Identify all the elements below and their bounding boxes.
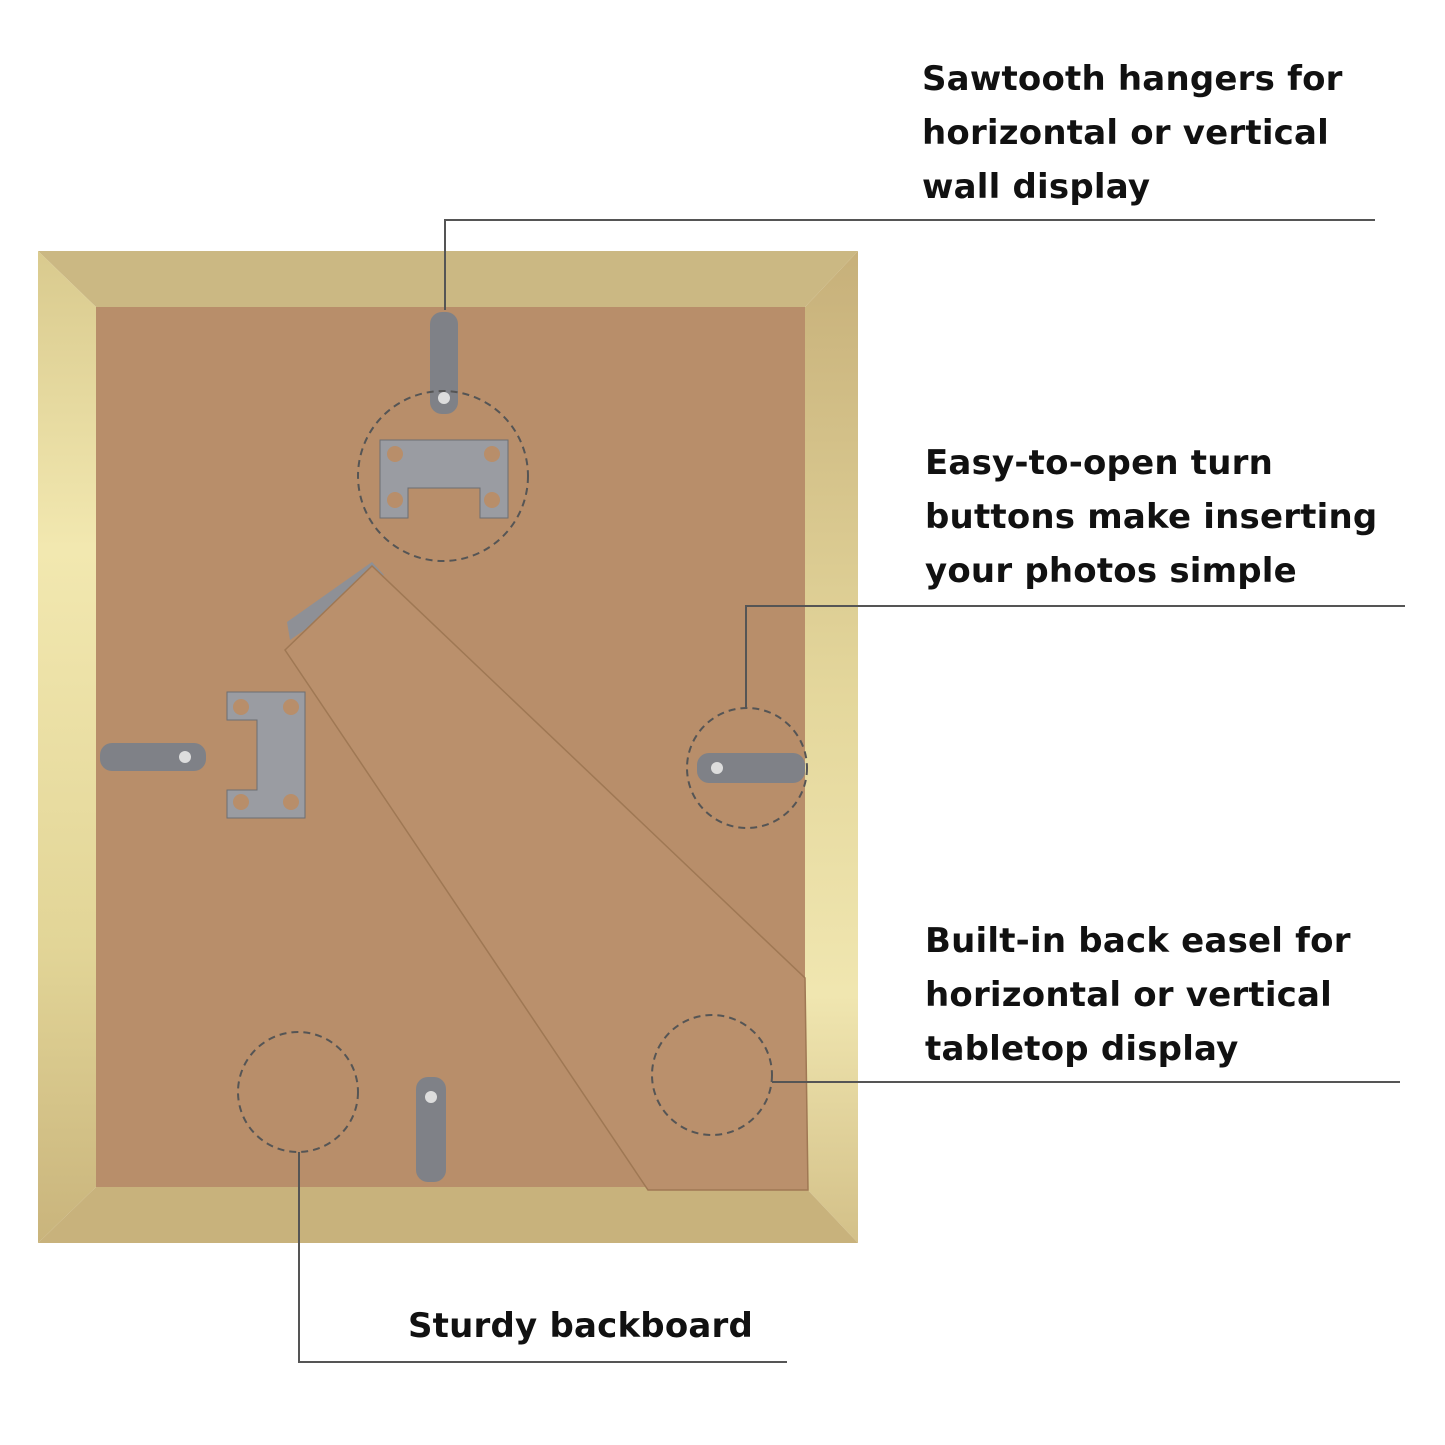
callout-line: horizontal or vertical (922, 113, 1330, 153)
frame (38, 251, 858, 1243)
callout-line: Sturdy backboard (408, 1306, 754, 1346)
leader-lines (298, 219, 1405, 1363)
turn-button-right (697, 753, 805, 783)
callout-line: your photos simple (925, 551, 1297, 591)
callout-backboard: Sturdy backboard (408, 1299, 753, 1353)
easel[interactable] (284, 564, 809, 1191)
callout-turn-buttons: Easy-to-open turn buttons make inserting… (925, 436, 1377, 598)
callout-line: horizontal or vertical (925, 975, 1333, 1015)
callout-easel: Built-in back easel for horizontal or ve… (925, 914, 1351, 1076)
callout-hangers: Sawtooth hangers for horizontal or verti… (922, 52, 1343, 214)
callout-line: tabletop display (925, 1029, 1239, 1069)
turn-button-top (430, 312, 458, 414)
turn-button-left (100, 743, 206, 771)
callout-line: Sawtooth hangers for (922, 59, 1343, 99)
turn-button-bottom (416, 1077, 446, 1182)
sawtooth-hanger-left (226, 691, 306, 819)
callout-line: Easy-to-open turn (925, 443, 1274, 483)
sawtooth-hanger-top (379, 439, 509, 519)
callout-line: wall display (922, 167, 1151, 207)
callout-line: Built-in back easel for (925, 921, 1351, 961)
callout-line: buttons make inserting (925, 497, 1378, 537)
highlight-circles (237, 390, 808, 1153)
